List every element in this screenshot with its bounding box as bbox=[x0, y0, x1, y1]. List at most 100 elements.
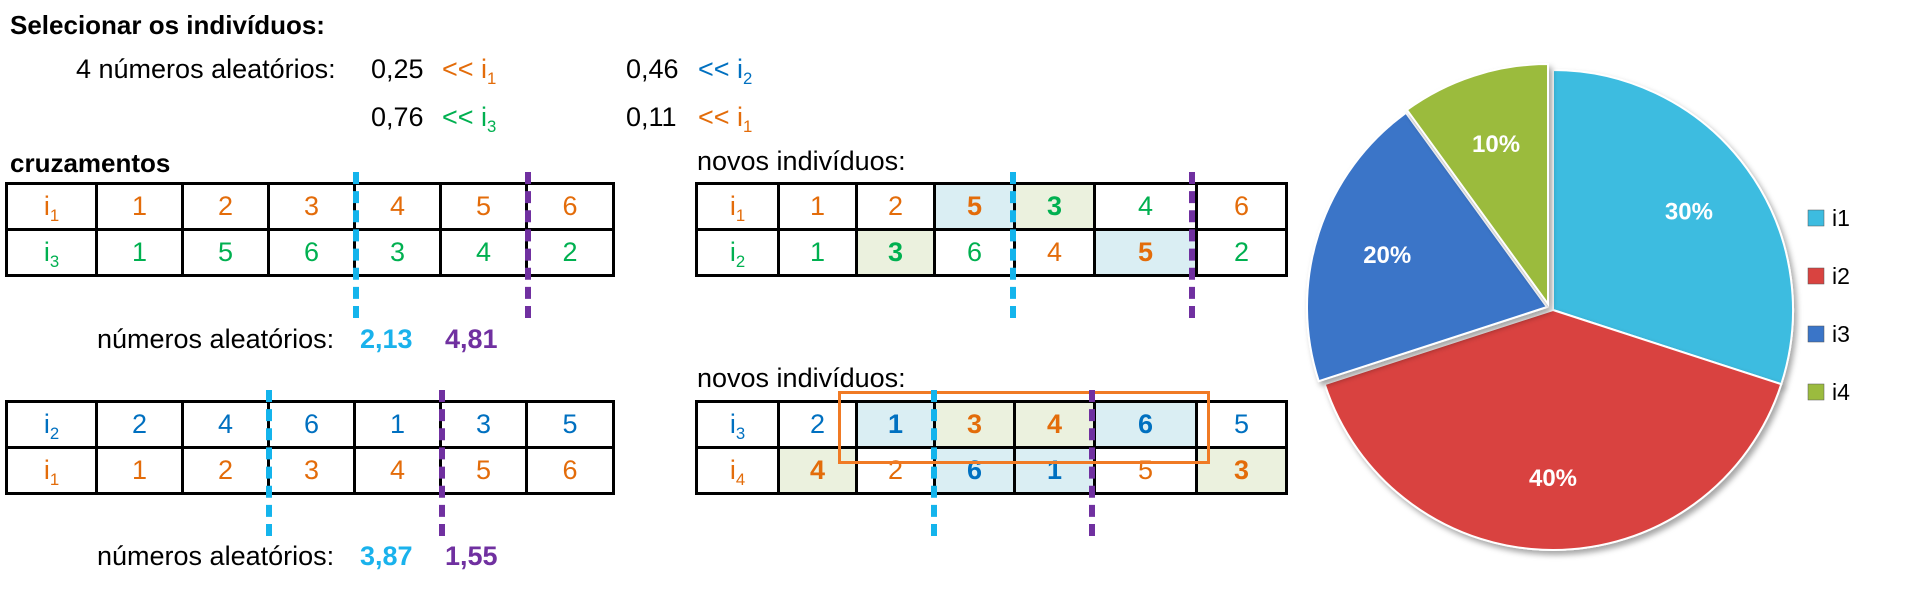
pie-data-label: 20% bbox=[1363, 242, 1411, 269]
legend-swatch bbox=[1807, 383, 1825, 401]
gene-cell: 3 bbox=[353, 228, 442, 277]
random-assign-2: << i2 bbox=[698, 54, 753, 88]
random-cut-value: 4,81 bbox=[445, 324, 498, 354]
crossings-title: cruzamentos bbox=[10, 148, 171, 178]
gene-cell: 5 bbox=[181, 228, 270, 277]
row-header: i1 bbox=[5, 446, 98, 495]
cut-line-purple bbox=[439, 390, 445, 536]
parents-table-2: i2 2 4 6 1 3 5 i1 1 2 3 4 5 6 bbox=[5, 400, 615, 495]
gene-cell: 6 bbox=[267, 228, 356, 277]
new-individuals-title-2: novos indivíduos: bbox=[697, 363, 906, 393]
legend-label: i4 bbox=[1832, 379, 1850, 405]
gene-cell: 5 bbox=[1093, 446, 1198, 495]
gene-cell: 2 bbox=[855, 182, 936, 231]
cut-line-cyan bbox=[266, 390, 272, 536]
gene-cell: 6 bbox=[525, 182, 615, 231]
pie-data-label: 40% bbox=[1529, 465, 1577, 492]
cut-line-purple bbox=[1089, 390, 1095, 536]
row-header: i1 bbox=[695, 182, 780, 231]
gene-cell: 3 bbox=[1195, 446, 1288, 495]
row-header: i2 bbox=[695, 228, 780, 277]
row-header: i4 bbox=[695, 446, 780, 495]
random-cut-value: 3,87 bbox=[360, 541, 413, 571]
gene-cell: 4 bbox=[1013, 228, 1096, 277]
pie-slice-i4 bbox=[1405, 62, 1549, 308]
pie-data-label: 10% bbox=[1472, 131, 1520, 158]
gene-cell: 6 bbox=[525, 446, 615, 495]
gene-cell: 3 bbox=[439, 400, 528, 449]
gene-cell: 6 bbox=[1093, 400, 1198, 449]
row-header: i2 bbox=[5, 400, 98, 449]
gene-cell: 3 bbox=[267, 446, 356, 495]
highlight-box bbox=[838, 391, 1210, 464]
gene-cell: 1 bbox=[95, 182, 184, 231]
gene-cell: 2 bbox=[181, 182, 270, 231]
table-row: i1 1 2 3 4 5 6 bbox=[5, 182, 615, 231]
random-assign-4: << i1 bbox=[698, 102, 753, 136]
random-cut-value: 2,13 bbox=[360, 324, 413, 354]
legend-swatch bbox=[1807, 267, 1825, 285]
children-table-1: i1 1 2 5 3 4 6 i2 1 3 6 4 5 2 bbox=[695, 182, 1288, 277]
gene-cell: 5 bbox=[439, 182, 528, 231]
gene-cell: 2 bbox=[1195, 228, 1288, 277]
gene-cell: 5 bbox=[1093, 228, 1198, 277]
gene-cell: 2 bbox=[181, 446, 270, 495]
gene-cell: 6 bbox=[933, 446, 1016, 495]
gene-cell: 2 bbox=[525, 228, 615, 277]
gene-cell: 4 bbox=[1093, 182, 1198, 231]
new-individuals-title-1: novos indivíduos: bbox=[697, 146, 906, 176]
random-value-1: 0,25 bbox=[371, 54, 424, 84]
gene-cell: 3 bbox=[855, 228, 936, 277]
random-cut-value: 1,55 bbox=[445, 541, 498, 571]
row-header: i1 bbox=[5, 182, 98, 231]
parents-table-1: i1 1 2 3 4 5 6 i3 1 5 6 3 4 2 bbox=[5, 182, 615, 277]
gene-cell: 2 bbox=[95, 400, 184, 449]
gene-cell: 5 bbox=[1195, 400, 1288, 449]
selection-title: Selecionar os indivíduos: bbox=[10, 10, 325, 40]
gene-cell: 1 bbox=[1013, 446, 1096, 495]
table-row: i3 1 5 6 3 4 2 bbox=[5, 228, 615, 277]
gene-cell: 1 bbox=[95, 228, 184, 277]
legend-label: i2 bbox=[1832, 263, 1850, 289]
row-header: i3 bbox=[5, 228, 98, 277]
random-numbers-label: 4 números aleatórios: bbox=[76, 54, 336, 84]
children-table-2: i3 2 1 3 4 6 5 i4 4 2 6 1 5 3 bbox=[695, 400, 1288, 495]
cut-line-cyan bbox=[1010, 172, 1016, 318]
pie-slice-i2 bbox=[1323, 308, 1783, 551]
gene-cell: 1 bbox=[95, 446, 184, 495]
random-numbers-label-2: números aleatórios: bbox=[97, 541, 335, 571]
random-numbers-label-1: números aleatórios: bbox=[97, 324, 335, 354]
gene-cell: 6 bbox=[267, 400, 356, 449]
table-row: i3 2 1 3 4 6 5 bbox=[695, 400, 1288, 449]
gene-cell: 4 bbox=[181, 400, 270, 449]
gene-cell: 4 bbox=[1013, 400, 1096, 449]
legend-swatch bbox=[1807, 325, 1825, 343]
gene-cell: 6 bbox=[1195, 182, 1288, 231]
row-header: i3 bbox=[695, 400, 780, 449]
gene-cell: 1 bbox=[777, 228, 858, 277]
random-value-2: 0,46 bbox=[626, 54, 679, 84]
legend-label: i3 bbox=[1832, 321, 1850, 347]
gene-cell: 2 bbox=[777, 400, 858, 449]
gene-cell: 3 bbox=[933, 400, 1016, 449]
gene-cell: 3 bbox=[267, 182, 356, 231]
random-value-4: 0,11 bbox=[626, 102, 677, 132]
gene-cell: 1 bbox=[855, 400, 936, 449]
random-value-3: 0,76 bbox=[371, 102, 424, 132]
table-row: i4 4 2 6 1 5 3 bbox=[695, 446, 1288, 495]
legend-swatch bbox=[1807, 209, 1825, 227]
cut-line-purple bbox=[1189, 172, 1195, 318]
random-assign-3: << i3 bbox=[442, 102, 497, 136]
table-row: i2 1 3 6 4 5 2 bbox=[695, 228, 1288, 277]
gene-cell: 1 bbox=[353, 400, 442, 449]
pie-slice-i3 bbox=[1306, 111, 1549, 383]
cut-line-cyan bbox=[931, 390, 937, 536]
gene-cell: 5 bbox=[525, 400, 615, 449]
gene-cell: 3 bbox=[1013, 182, 1096, 231]
table-row: i2 2 4 6 1 3 5 bbox=[5, 400, 615, 449]
pie-slice-i1 bbox=[1552, 68, 1794, 386]
gene-cell: 4 bbox=[353, 182, 442, 231]
gene-cell: 2 bbox=[855, 446, 936, 495]
gene-cell: 4 bbox=[777, 446, 858, 495]
